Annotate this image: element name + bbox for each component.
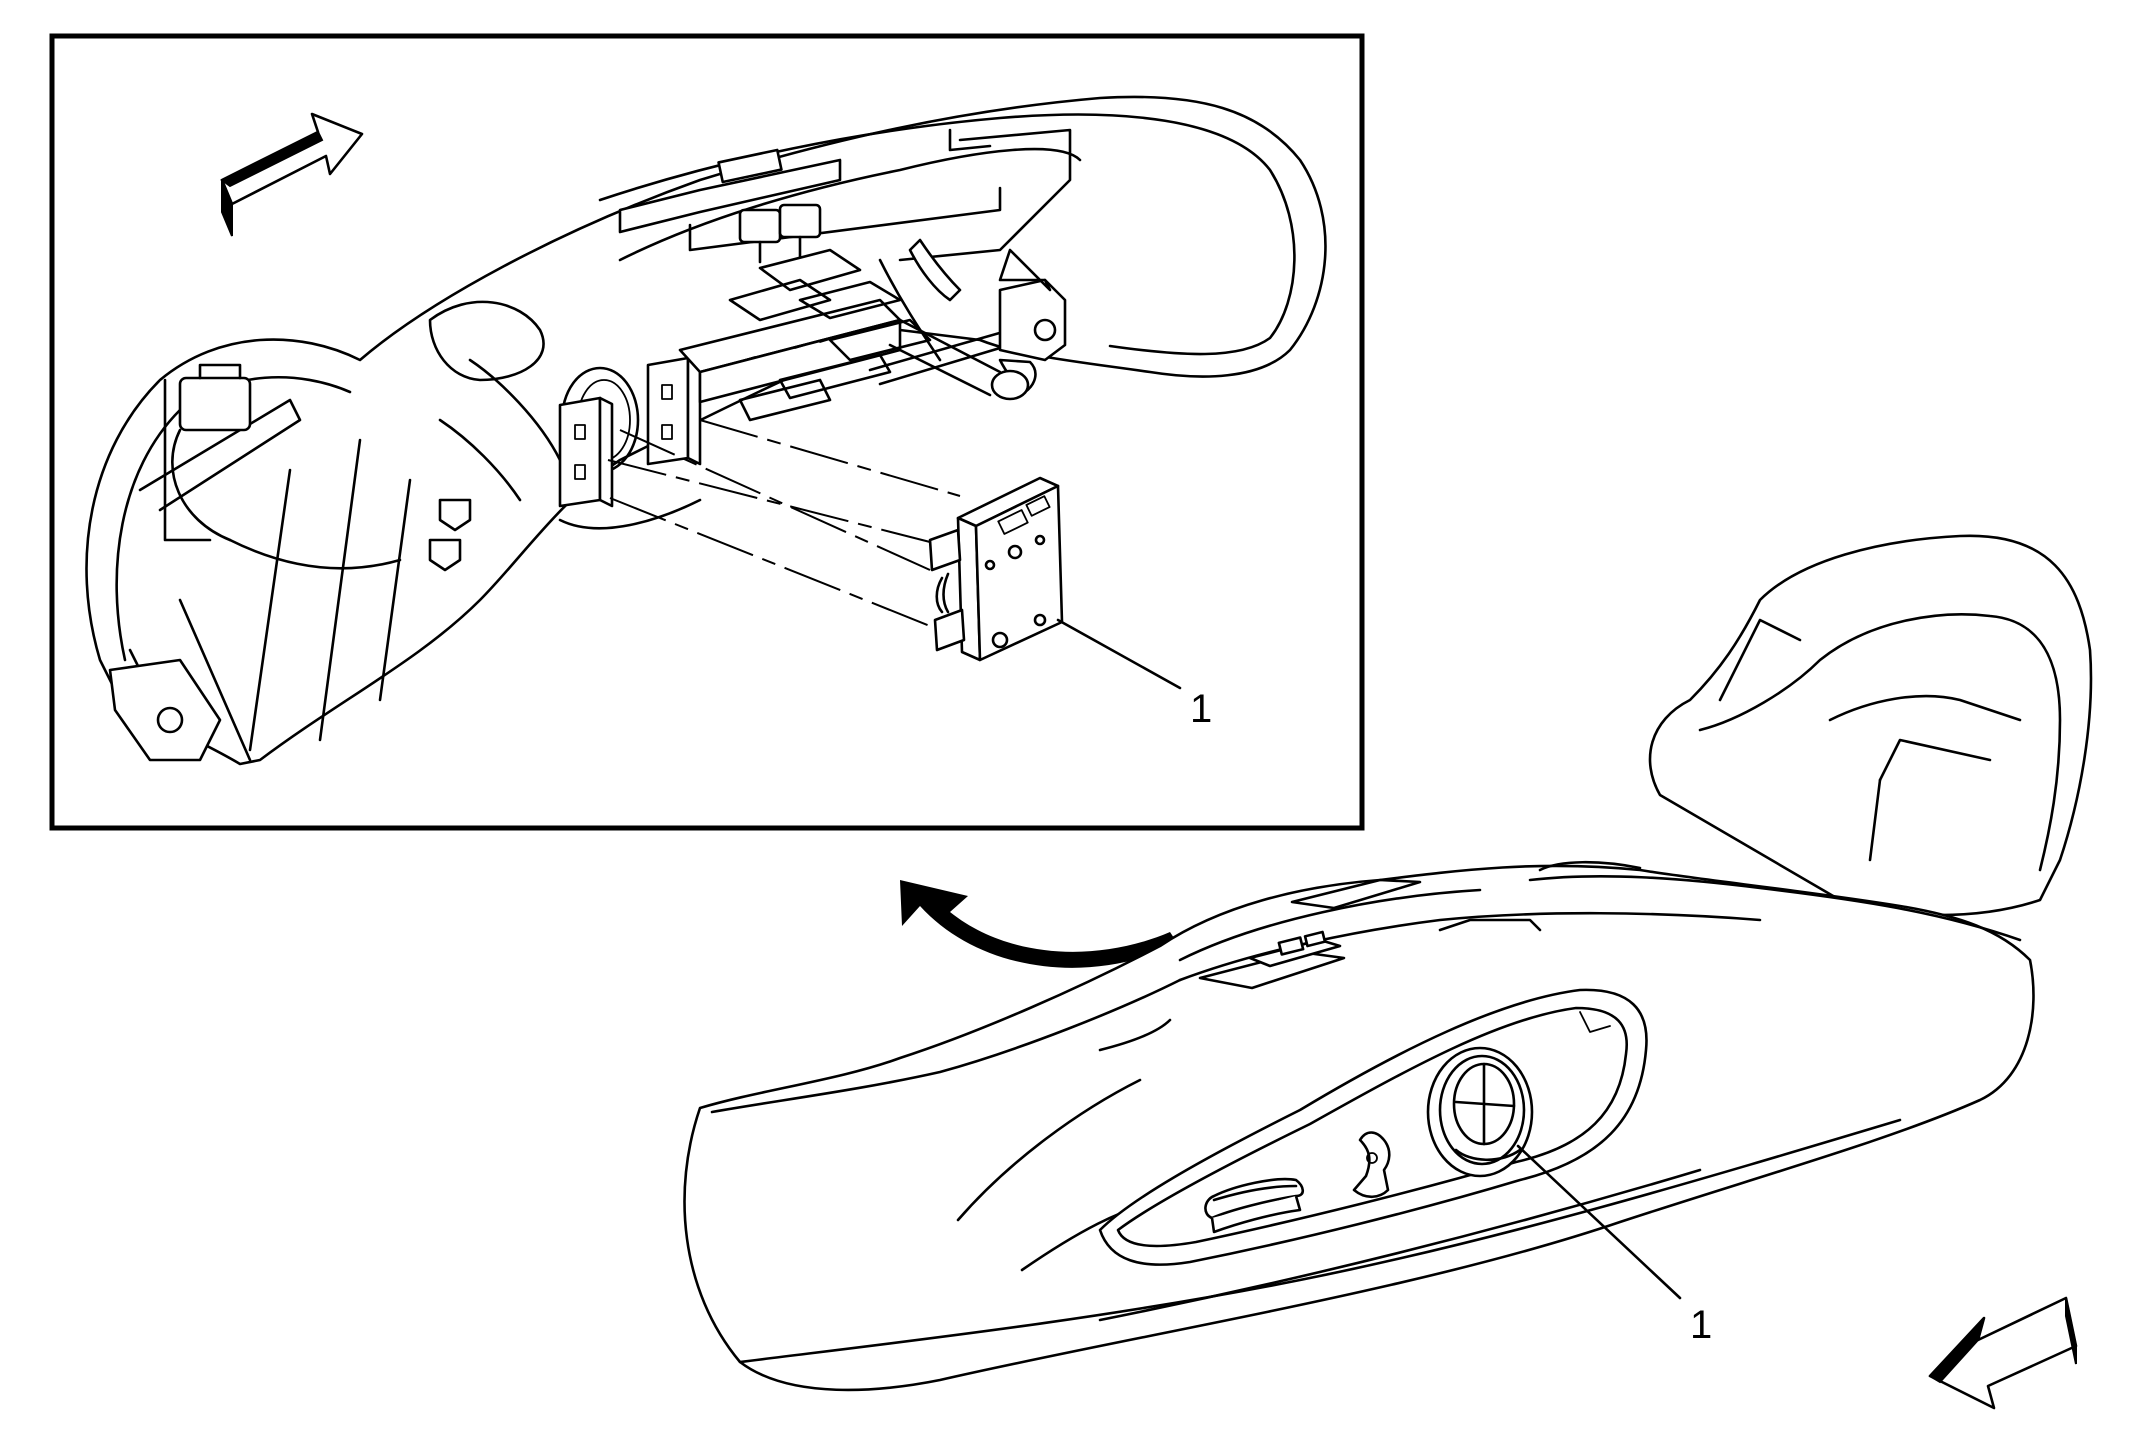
callout-1-seat: 1 [1516, 1144, 1712, 1347]
callout-label-seat: 1 [1690, 1303, 1712, 1347]
callout-label-inset: 1 [1190, 687, 1212, 731]
seat-adjuster-switch [1204, 1177, 1305, 1234]
seat-cushion-side-view: 1 [683, 534, 2093, 1392]
switch-harness-frame [678, 203, 1067, 422]
installation-alignment-lines [607, 419, 961, 631]
callout-1-inset: 1 [1056, 618, 1212, 731]
recline-switch [1352, 1131, 1391, 1199]
power-seat-switch-knob [1426, 1046, 1534, 1178]
power-seat-switch-module [928, 476, 1064, 662]
switch-mounting-bracket [558, 356, 702, 508]
removal-direction-arrow-icon [900, 880, 1178, 968]
front-direction-arrow-icon [220, 112, 364, 237]
inset-detail-view: 1 [49, 33, 1365, 831]
front-direction-arrow-icon-lower [1928, 1296, 2078, 1410]
